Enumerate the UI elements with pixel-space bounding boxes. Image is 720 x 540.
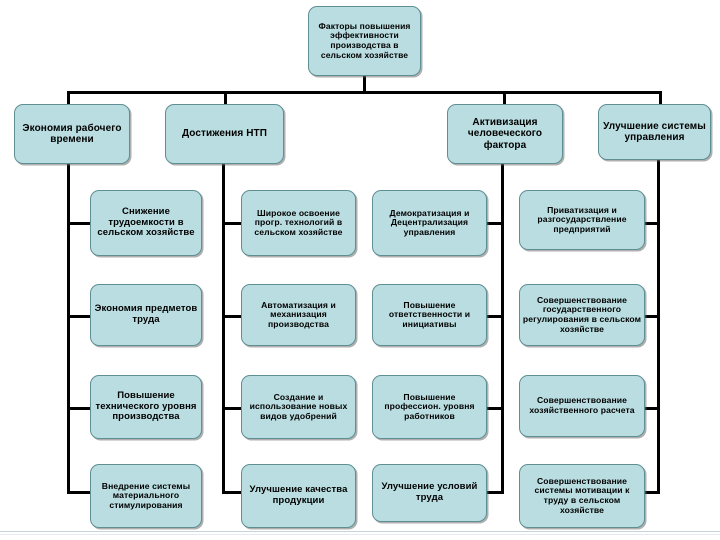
branch-node-1-label: Экономия рабочего времени: [22, 122, 122, 145]
leaf-node-3-2-label: Повышение ответственности и инициативы: [388, 299, 471, 329]
leaf-node-2-4-label: Улучшение качества продукции: [249, 484, 348, 506]
branch-node-2-label: Достижения НТП: [181, 128, 268, 140]
branch-node-4[interactable]: Улучшение системы управления: [598, 104, 711, 160]
leaf-node-2-4[interactable]: Улучшение качества продукции: [241, 464, 356, 528]
leaf-node-1-2-label: Экономия предметов труда: [94, 303, 198, 325]
leaf-node-1-3-label: Повышение технического уровня производст…: [95, 390, 197, 423]
connector-branch-2-2: [222, 315, 243, 318]
connector-branch-3-1: [484, 222, 504, 225]
leaf-node-4-4[interactable]: Совершенствование системы мотивации к тр…: [519, 464, 645, 528]
leaf-node-4-2[interactable]: Совершенствование государственного регул…: [519, 284, 645, 346]
leaf-node-3-2[interactable]: Повышение ответственности и инициативы: [372, 284, 487, 346]
leaf-node-2-3-label: Создание и использование новых видов удо…: [249, 391, 348, 421]
root-node[interactable]: Факторы повышения эффективности производ…: [308, 6, 421, 76]
connector-branch-1-4: [67, 491, 91, 494]
leaf-node-2-1-label: Широкое освоение прогр. технологий в сел…: [254, 207, 343, 237]
leaf-node-2-2[interactable]: Автоматизация и механизация производства: [241, 284, 356, 346]
leaf-node-4-1-label: Приватизация и разгосударствление предпр…: [537, 204, 627, 234]
connector-branch-1-1: [67, 222, 91, 225]
connector-spine-3: [501, 160, 504, 494]
leaf-node-1-4[interactable]: Внедрение системы материального стимулир…: [90, 464, 202, 528]
leaf-node-2-2-label: Автоматизация и механизация производства: [261, 299, 336, 329]
leaf-node-3-4[interactable]: Улучшение условий труда: [372, 464, 487, 522]
connector-spine-1: [67, 160, 70, 494]
footer-divider-secondary: [0, 534, 720, 535]
connector-branch-4-4: [641, 491, 660, 494]
leaf-node-1-2[interactable]: Экономия предметов труда: [90, 284, 202, 346]
leaf-node-3-1[interactable]: Демократизация и Децентрализация управле…: [372, 190, 487, 256]
leaf-node-4-3[interactable]: Совершенствование хозяйственного расчета: [519, 375, 645, 437]
connector-bus-drop-1: [67, 91, 70, 107]
leaf-node-4-3-label: Совершенствование хозяйственного расчета: [529, 395, 635, 415]
connector-root-stem: [363, 75, 366, 93]
leaf-node-2-1[interactable]: Широкое освоение прогр. технологий в сел…: [241, 190, 356, 256]
leaf-node-1-4-label: Внедрение системы материального стимулир…: [101, 480, 191, 510]
leaf-node-3-1-label: Демократизация и Децентрализация управле…: [389, 207, 470, 237]
leaf-node-1-1[interactable]: Снижение трудоемкости в сельском хозяйст…: [90, 190, 202, 256]
connector-bus-drop-2: [224, 91, 227, 107]
root-node-label: Факторы повышения эффективности производ…: [318, 20, 411, 60]
connector-main-bus: [67, 91, 662, 94]
branch-node-3-label: Активизация человеческого фактора: [467, 117, 543, 151]
connector-branch-1-3: [67, 407, 91, 410]
leaf-node-4-4-label: Совершенствование системы мотивации к тр…: [534, 475, 630, 515]
footer-divider: [0, 531, 720, 532]
branch-node-4-label: Улучшение системы управления: [603, 120, 706, 143]
leaf-node-3-4-label: Улучшение условий труда: [381, 481, 478, 503]
connector-bus-drop-3: [503, 91, 506, 107]
leaf-node-3-3-label: Повышение профессион. уровня работников: [384, 391, 475, 421]
leaf-node-1-3[interactable]: Повышение технического уровня производст…: [90, 375, 202, 439]
connector-branch-4-2: [641, 315, 660, 318]
branch-node-1[interactable]: Экономия рабочего времени: [14, 104, 130, 164]
connector-spine-4: [657, 160, 660, 494]
connector-branch-3-4: [484, 491, 504, 494]
connector-branch-3-3: [484, 407, 504, 410]
connector-branch-2-3: [222, 407, 243, 410]
connector-branch-2-1: [222, 222, 243, 225]
connector-branch-1-2: [67, 315, 91, 318]
leaf-node-4-2-label: Совершенствование государственного регул…: [522, 294, 642, 334]
branch-node-3[interactable]: Активизация человеческого фактора: [447, 104, 563, 164]
leaf-node-2-3[interactable]: Создание и использование новых видов удо…: [241, 375, 356, 439]
leaf-node-3-3[interactable]: Повышение профессион. уровня работников: [372, 375, 487, 439]
connector-branch-2-4: [222, 491, 243, 494]
connector-bus-drop-4: [659, 91, 662, 107]
connector-branch-4-3: [641, 407, 660, 410]
leaf-node-4-1[interactable]: Приватизация и разгосударствление предпр…: [519, 190, 645, 250]
connector-branch-3-2: [484, 315, 504, 318]
leaf-node-1-1-label: Снижение трудоемкости в сельском хозяйст…: [97, 206, 195, 239]
connector-branch-4-1: [641, 222, 660, 225]
connector-spine-2: [222, 160, 225, 494]
branch-node-2[interactable]: Достижения НТП: [165, 104, 284, 164]
